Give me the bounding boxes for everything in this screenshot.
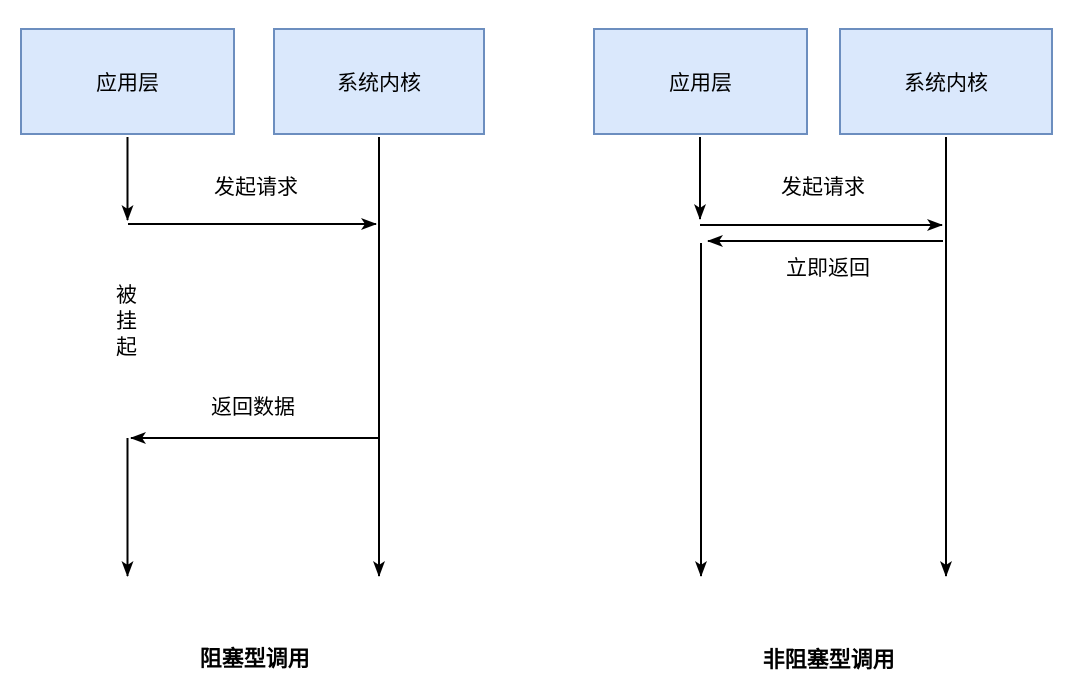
nonblocking-kernel-box: 系统内核 [839, 28, 1053, 135]
nonblocking-kernel-label: 系统内核 [904, 71, 988, 95]
blocking-kernel-label: 系统内核 [337, 71, 421, 95]
blocking-request-label: 发起请求 [214, 176, 298, 199]
nonblocking-app-layer-box: 应用层 [593, 28, 808, 135]
blocking-app-layer-box: 应用层 [20, 28, 235, 135]
nonblocking-app-layer-label: 应用层 [669, 71, 732, 95]
blocking-suspended-label: 被挂起 [116, 284, 137, 359]
blocking-kernel-box: 系统内核 [273, 28, 485, 135]
nonblocking-immediate-return-label: 立即返回 [786, 257, 870, 280]
blocking-return-data-label: 返回数据 [211, 396, 295, 419]
nonblocking-caption: 非阻塞型调用 [762, 647, 896, 672]
nonblocking-request-label: 发起请求 [781, 176, 865, 199]
blocking-caption: 阻塞型调用 [199, 646, 311, 671]
blocking-app-layer-label: 应用层 [96, 71, 159, 95]
